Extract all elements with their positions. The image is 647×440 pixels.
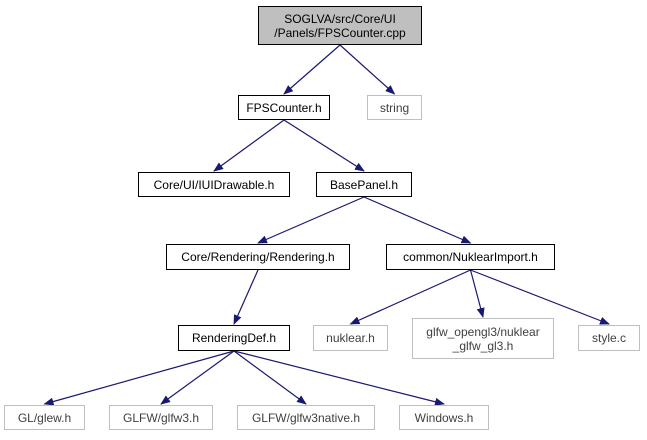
node-nuklear-h[interactable]: nuklear.h — [313, 325, 388, 351]
node-label-line: SOGLVA/src/Core/UI — [284, 11, 396, 26]
node-windows-h[interactable]: Windows.h — [399, 405, 489, 430]
edge-fpscounter-cpp-to-string — [339, 44, 396, 95]
node-label-line: Core/UI/IUIDrawable.h — [153, 177, 275, 192]
edge-nuklearimport-h-to-style-c — [470, 269, 610, 325]
node-label-line: FPSCounter.h — [246, 100, 322, 115]
node-label-line: GLFW/glfw3native.h — [251, 410, 361, 425]
node-label-line: BasePanel.h — [329, 177, 399, 192]
node-glfw3native-h[interactable]: GLFW/glfw3native.h — [237, 405, 375, 430]
edge-nuklearimport-h-to-nuklear-h — [349, 269, 471, 325]
edge-rendering-h-to-renderingdef-h — [233, 269, 259, 325]
node-rendering-h[interactable]: Core/Rendering/Rendering.h — [166, 244, 350, 270]
edge-fpscounter-h-to-basepanel-h — [283, 119, 365, 172]
node-glew-h[interactable]: GL/glew.h — [4, 405, 85, 430]
node-string[interactable]: string — [367, 95, 422, 120]
node-fpscounter-h[interactable]: FPSCounter.h — [238, 95, 330, 120]
node-label-line: _glfw_gl3.h — [452, 338, 514, 353]
edge-renderingdef-h-to-windows-h — [233, 350, 445, 406]
node-nuklearimport-h[interactable]: common/NuklearImport.h — [386, 244, 555, 270]
edge-fpscounter-h-to-iuidrawable-h — [213, 119, 285, 172]
node-label-line: RenderingDef.h — [191, 331, 277, 345]
node-style-c[interactable]: style.c — [578, 325, 640, 351]
node-glfw3-h[interactable]: GLFW/glfw3.h — [109, 405, 213, 430]
node-label-line: GL/glew.h — [17, 410, 72, 425]
edge-basepanel-h-to-rendering-h — [257, 196, 365, 244]
node-label-line: nuklear.h — [326, 331, 375, 345]
node-label-line: common/NuklearImport.h — [403, 250, 538, 264]
node-label-line: /Panels/FPSCounter.cpp — [274, 25, 406, 40]
node-glfw-gl3-h[interactable]: glfw_opengl3/nuklear_glfw_gl3.h — [412, 318, 554, 359]
node-label-line: glfw_opengl3/nuklear — [426, 324, 540, 339]
node-iuidrawable-h[interactable]: Core/UI/IUIDrawable.h — [138, 172, 290, 197]
node-fpscounter-cpp[interactable]: SOGLVA/src/Core/UI/Panels/FPSCounter.cpp — [258, 6, 422, 45]
edge-renderingdef-h-to-glew-h — [43, 350, 235, 406]
edge-nuklearimport-h-to-glfw-gl3-h — [469, 269, 485, 318]
node-basepanel-h[interactable]: BasePanel.h — [316, 172, 412, 197]
node-label-line: Windows.h — [414, 410, 474, 425]
node-renderingdef-h[interactable]: RenderingDef.h — [178, 325, 290, 351]
edge-fpscounter-cpp-to-fpscounter-h — [283, 44, 341, 95]
node-label-line: Core/Rendering/Rendering.h — [181, 250, 335, 264]
edge-renderingdef-h-to-glfw3native-h — [233, 350, 307, 405]
node-label-line: string — [379, 100, 410, 115]
edge-renderingdef-h-to-glfw3-h — [160, 350, 235, 405]
node-label-line: style.c — [591, 331, 626, 345]
node-label-line: GLFW/glfw3.h — [122, 410, 200, 425]
edge-basepanel-h-to-nuklearimport-h — [363, 196, 472, 244]
